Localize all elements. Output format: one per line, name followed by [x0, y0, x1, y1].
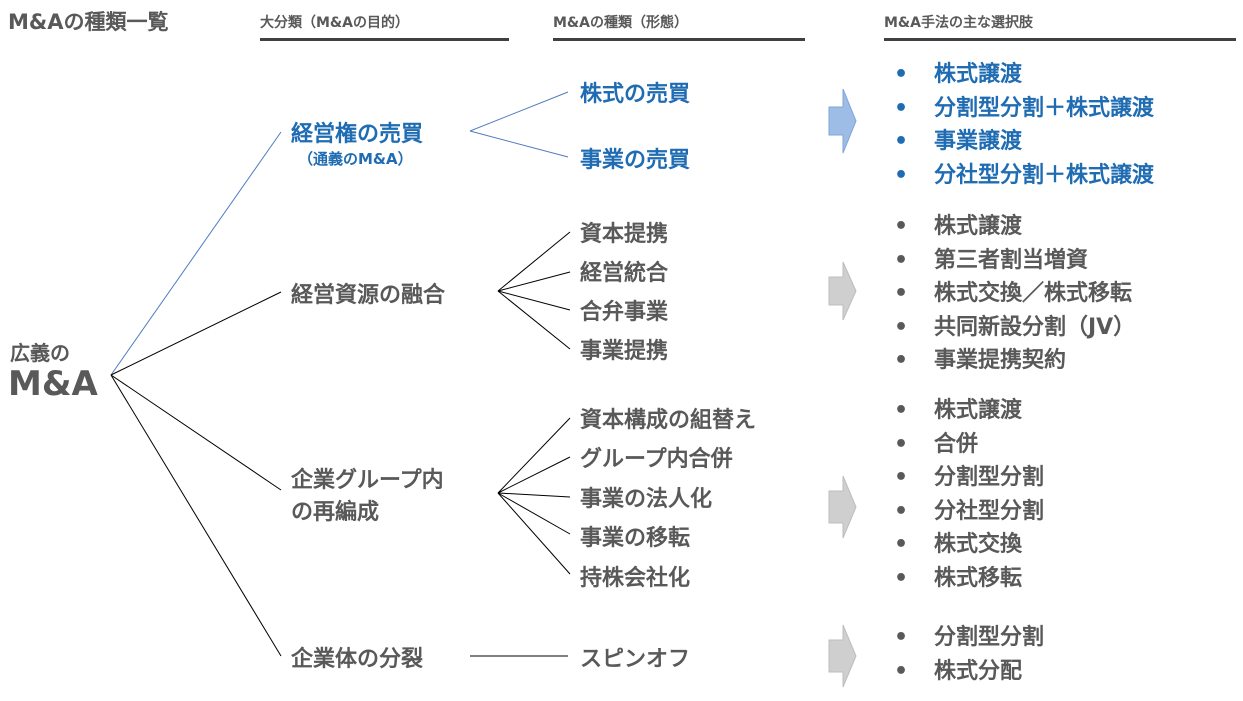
form-label: 資本構成の組替え [580, 408, 757, 433]
connector-g2-form-1 [497, 231, 571, 292]
connector-g1-form-1 [469, 91, 569, 132]
method-list: •分割型分割 •株式分配 [894, 621, 1044, 688]
bullet-icon: • [894, 498, 909, 524]
right-arrow-gray-icon [828, 624, 857, 688]
connector-g2-form-4 [497, 290, 571, 350]
bullet-icon: • [894, 532, 909, 557]
column-header-purpose: 大分類（M&Aの目的） [260, 15, 409, 31]
connector-root-to-group-1 [110, 131, 282, 376]
method-item: •合併 [894, 428, 1044, 462]
form-label: 持株会社化 [580, 566, 691, 591]
bullet-icon: • [894, 62, 909, 87]
method-item: •株式譲渡 [894, 394, 1044, 428]
method-list: •株式譲渡 •合併 •分割型分割 •分社型分割 •株式交換 •株式移転 [894, 394, 1044, 595]
method-item: •株式譲渡 [894, 210, 1135, 244]
form-label: スピンオフ [580, 647, 691, 672]
method-item: •株式移転 [894, 562, 1044, 596]
column-header-rule [260, 38, 509, 41]
method-item: •共同新設分割（JV） [894, 311, 1135, 345]
connector-root-to-group-2 [110, 291, 282, 376]
connector-g3-form-3 [497, 492, 571, 498]
method-list: •株式譲渡 •第三者割当増資 •株式交換／株式移転 •共同新設分割（JV） •事… [894, 210, 1135, 378]
method-item: •事業提携契約 [894, 344, 1135, 378]
right-arrow-blue-icon [828, 88, 857, 154]
right-arrow-gray-icon [828, 475, 857, 539]
category-label: 企業体の分裂 [291, 647, 424, 672]
connector-g3-form-5 [497, 492, 571, 575]
connector-g3-form-2 [497, 456, 571, 494]
form-label: 経営統合 [580, 261, 669, 286]
connector-g3-form-1 [497, 417, 571, 494]
bullet-icon: • [894, 431, 909, 457]
method-item: •分社型分割＋株式譲渡 [894, 159, 1154, 193]
category-sublabel: （通義のM&A） [298, 150, 413, 168]
category-label-line1: 企業グループ内 [291, 468, 444, 493]
form-label: 合弁事業 [580, 300, 669, 325]
bullet-icon: • [894, 214, 909, 239]
method-list: •株式譲渡 •分割型分割＋株式譲渡 •事業譲渡 •分社型分割＋株式譲渡 [894, 58, 1154, 192]
root-label-line2: M&A [8, 364, 98, 404]
column-header-methods: M&A手法の主な選択肢 [884, 15, 1033, 31]
column-header-form: M&Aの種類（形態） [553, 15, 688, 31]
bullet-icon: • [894, 625, 909, 650]
form-label: 資本提携 [580, 222, 669, 247]
method-item: •分割型分割＋株式譲渡 [894, 92, 1154, 126]
connector-g2-form-2 [497, 271, 571, 292]
connector-g2-form-3 [497, 290, 571, 311]
method-item: •株式交換 [894, 528, 1044, 562]
form-label: 事業提携 [580, 339, 669, 364]
method-item: •株式譲渡 [894, 58, 1154, 92]
right-arrow-gray-icon [828, 261, 857, 321]
bullet-icon: • [894, 398, 909, 423]
connector-g3-form-4 [497, 492, 571, 535]
method-item: •株式分配 [894, 655, 1044, 689]
bullet-icon: • [894, 465, 909, 490]
category-label: 経営資源の融合 [291, 283, 446, 308]
form-label: 株式の売買 [580, 82, 691, 107]
bullet-icon: • [894, 129, 909, 154]
bullet-icon: • [894, 281, 909, 306]
category-label: 経営権の売買 [291, 122, 424, 147]
method-item: •株式交換／株式移転 [894, 277, 1135, 311]
connector-root-to-group-4 [110, 374, 282, 657]
bullet-icon: • [894, 247, 909, 273]
bullet-icon: • [894, 658, 909, 684]
method-item: •事業譲渡 [894, 125, 1154, 159]
root-label-line1: 広義の [10, 341, 70, 365]
form-label: 事業の売買 [580, 148, 691, 173]
form-label: 事業の法人化 [580, 487, 713, 512]
bullet-icon: • [894, 95, 909, 121]
bullet-icon: • [894, 162, 909, 188]
bullet-icon: • [894, 348, 909, 373]
connector-root-to-group-3 [110, 374, 282, 491]
form-label: 事業の移転 [580, 526, 691, 551]
form-label: グループ内合併 [580, 447, 733, 472]
column-header-rule [884, 38, 1236, 41]
column-header-rule [553, 38, 805, 41]
bullet-icon: • [894, 314, 909, 340]
bullet-icon: • [894, 565, 909, 591]
method-item: •第三者割当増資 [894, 244, 1135, 278]
category-label-line2: の再編成 [291, 500, 380, 525]
method-item: •分割型分割 [894, 621, 1044, 655]
connector-g1-form-2 [469, 130, 569, 158]
method-item: •分社型分割 [894, 495, 1044, 529]
page-title: M&Aの種類一覧 [8, 10, 169, 34]
method-item: •分割型分割 [894, 461, 1044, 495]
